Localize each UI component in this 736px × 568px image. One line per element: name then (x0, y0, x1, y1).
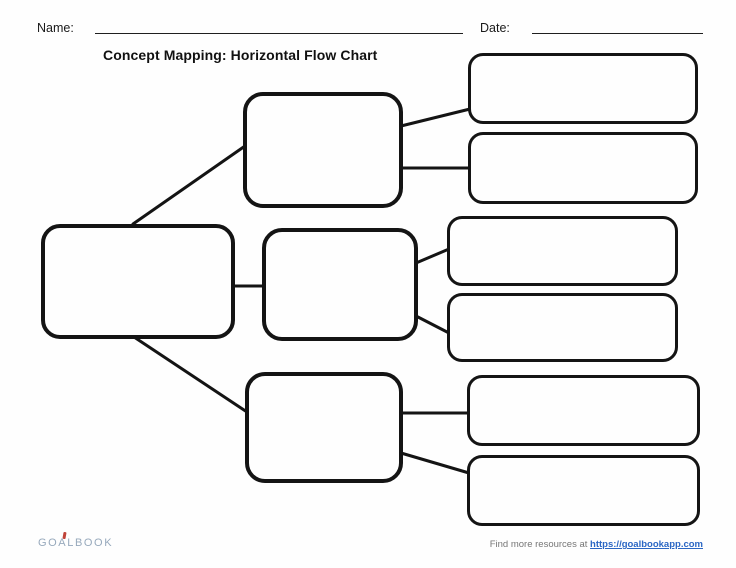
resources-text: Find more resources at (489, 539, 591, 550)
edge-root-branch-top (131, 144, 247, 226)
edge-branchtop-leaf1 (399, 107, 472, 128)
logo-text: GOALBOOK (38, 537, 114, 549)
node-branch-top[interactable] (243, 92, 403, 208)
node-branch-middle[interactable] (262, 228, 418, 341)
node-branch-bottom[interactable] (245, 372, 403, 483)
name-label: Name: (37, 21, 74, 35)
node-leaf-1[interactable] (468, 53, 698, 124)
footer-resources: Find more resources at https://goalbooka… (490, 539, 703, 550)
node-leaf-6[interactable] (467, 455, 700, 526)
date-label: Date: (480, 21, 510, 35)
node-leaf-3[interactable] (447, 216, 678, 286)
node-leaf-4[interactable] (447, 293, 678, 362)
goalbookapp-link[interactable]: https://goalbookapp.com (590, 539, 703, 550)
node-leaf-5[interactable] (467, 375, 700, 446)
node-leaf-2[interactable] (468, 132, 698, 204)
page-title: Concept Mapping: Horizontal Flow Chart (103, 47, 378, 63)
goalbook-logo: GOALBOOK (38, 531, 114, 549)
name-field-line[interactable] (95, 33, 463, 34)
date-field-line[interactable] (532, 33, 703, 34)
edge-root-branch-bottom (132, 335, 249, 414)
edge-branchmid-leaf3 (414, 247, 451, 265)
edge-branchbot-leaf6 (399, 451, 471, 475)
node-main-topic[interactable] (41, 224, 235, 339)
edge-branchmid-leaf4 (414, 314, 451, 335)
